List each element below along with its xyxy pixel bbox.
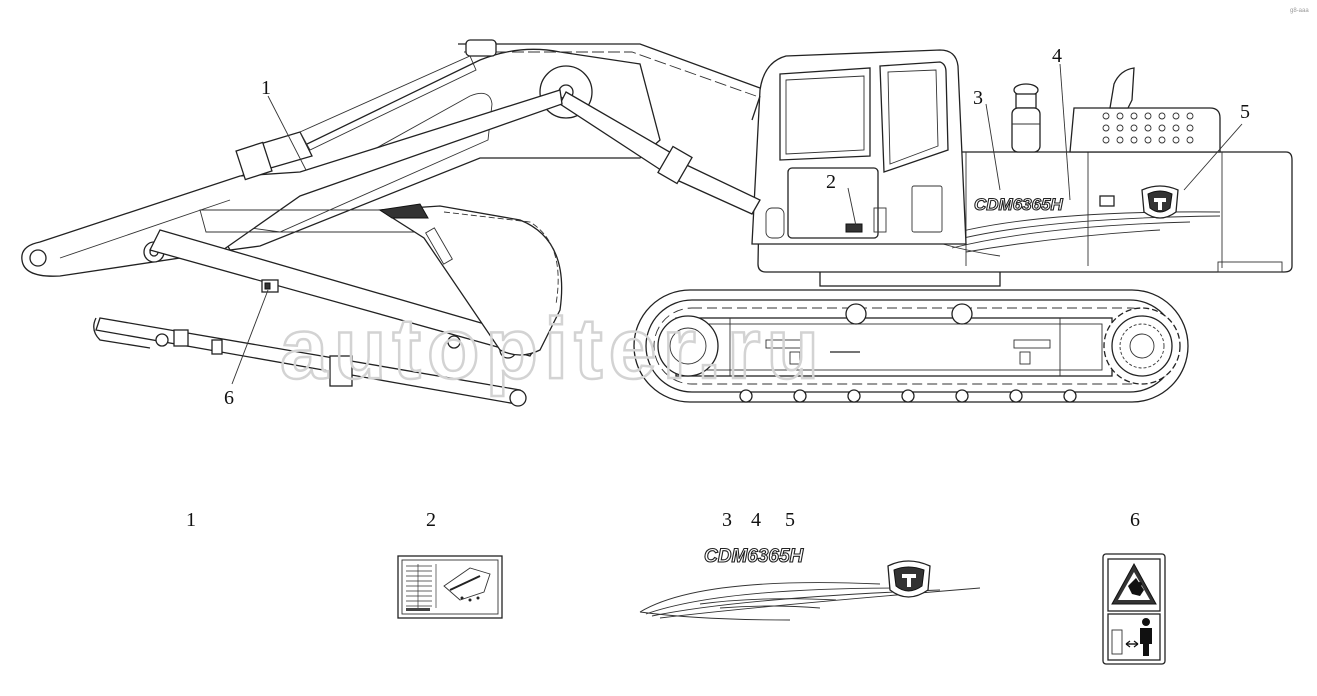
callout-1: 1 <box>261 77 271 99</box>
crawler-track <box>633 289 1189 403</box>
bucket <box>377 203 563 356</box>
model-stripe-emblem-decal: CDM6365H <box>639 545 981 621</box>
brand-emblem <box>1141 185 1179 219</box>
drive-sprocket <box>1103 307 1181 385</box>
engine-hood <box>1069 107 1221 153</box>
callout-5: 5 <box>1240 101 1250 123</box>
legend-label-1: 1 <box>186 509 196 531</box>
legend-emblem <box>887 560 931 598</box>
top-rollers <box>845 303 973 325</box>
legend-labels: 1 2 3 4 5 6 <box>186 509 1140 531</box>
arm-stick <box>21 55 563 277</box>
model-badge-decal: CDM6365H <box>973 194 1064 214</box>
legend-label-5: 5 <box>785 509 795 531</box>
legend-label-4: 4 <box>751 509 761 531</box>
bottom-rollers <box>739 389 1077 403</box>
callout-leaders <box>231 63 1243 385</box>
person-icon <box>1140 618 1152 656</box>
load-chart-decal <box>397 555 503 619</box>
legend-label-3: 3 <box>722 509 732 531</box>
callout-2: 2 <box>826 171 836 193</box>
legend-label-6: 6 <box>1130 509 1140 531</box>
air-precleaner <box>1011 83 1041 153</box>
callout-4: 4 <box>1052 45 1062 67</box>
callout-3: 3 <box>973 87 983 109</box>
safety-warning-decal <box>1102 553 1166 665</box>
corner-mark: g8-aaa <box>1290 8 1309 14</box>
exhaust-pipe <box>1109 67 1135 109</box>
watermark: autopiter.ru <box>279 300 825 399</box>
boom-cylinder <box>559 91 761 215</box>
body-plate <box>1099 195 1115 207</box>
arm-cylinder <box>235 55 477 181</box>
operator-cab <box>751 49 967 245</box>
bucket-linkage <box>93 209 542 407</box>
legend-label-2: 2 <box>426 509 436 531</box>
watermark-text: autopiter.ru <box>280 301 825 397</box>
svg-text:CDM6365H: CDM6365H <box>974 195 1064 214</box>
callout-6: 6 <box>224 387 234 409</box>
diagram-callout-labels: 1 2 3 4 5 6 <box>224 45 1250 409</box>
track-frame <box>675 317 1113 377</box>
legend-model-text: CDM6365H <box>704 546 805 567</box>
cab-label-decal <box>845 223 863 233</box>
idler-wheel <box>657 315 719 377</box>
